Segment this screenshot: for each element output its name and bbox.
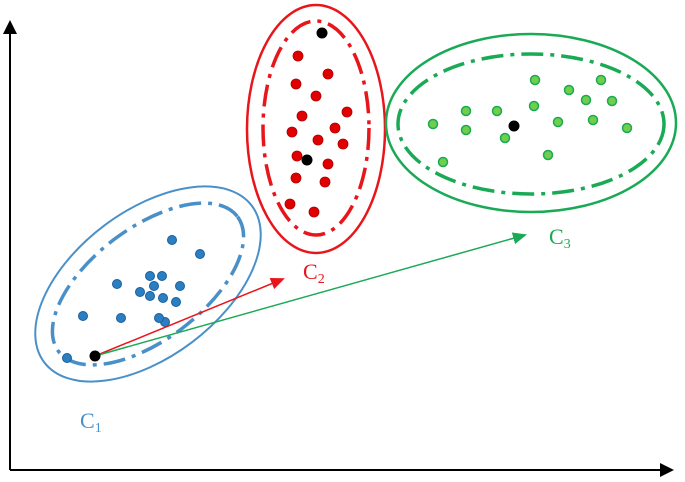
c2-centroid — [301, 154, 313, 166]
c1-point — [116, 313, 126, 323]
label-c3-sub: 3 — [564, 237, 571, 252]
label-c1-main: C — [80, 408, 95, 433]
c1-point — [135, 287, 145, 297]
c3-point — [491, 105, 503, 117]
c1-point — [171, 297, 181, 307]
c2-point — [286, 126, 298, 138]
c2-point — [296, 110, 308, 122]
c1-point — [195, 249, 205, 259]
c1-point — [112, 279, 122, 289]
arrow-to-c3 — [94, 232, 527, 357]
c3-inner-ellipse — [396, 52, 666, 196]
c1-point — [157, 271, 167, 281]
c3-point — [542, 149, 554, 161]
c2-point — [312, 134, 324, 146]
c1-centroid — [89, 350, 101, 362]
c1-point — [167, 235, 177, 245]
c1-point — [158, 293, 168, 303]
c3-centroid — [508, 120, 520, 132]
c3-point — [563, 84, 575, 96]
c1-point — [175, 281, 185, 291]
label-c2: C2 — [303, 259, 325, 287]
c3-point — [606, 95, 618, 107]
c3-outer-ellipse — [384, 32, 678, 214]
c1-point — [154, 313, 164, 323]
c3-point — [460, 105, 472, 117]
c2-outer-ellipse — [245, 3, 387, 255]
axes — [2, 20, 674, 477]
c2-point — [322, 158, 334, 170]
c2-point — [337, 138, 349, 150]
c3-point — [427, 118, 439, 130]
c1-point — [145, 271, 155, 281]
c3-point — [528, 100, 540, 112]
c2-point — [329, 122, 341, 134]
c3-point — [460, 124, 472, 136]
label-c2-sub: 2 — [318, 272, 325, 287]
c2-point — [284, 198, 296, 210]
c2-point — [341, 106, 353, 118]
c3-point — [580, 94, 592, 106]
c2-point — [290, 172, 302, 184]
c2-points — [284, 50, 353, 218]
label-c3: C3 — [549, 224, 571, 252]
arrow-to-c2 — [94, 277, 285, 357]
label-c1-sub: 1 — [95, 421, 102, 436]
c2-point — [290, 78, 302, 90]
label-c1: C1 — [80, 408, 102, 436]
c3-point — [499, 132, 511, 144]
label-c2-main: C — [303, 259, 318, 284]
c3-point — [529, 74, 541, 86]
c1-point — [145, 291, 155, 301]
c1-point — [78, 311, 88, 321]
c2-point — [322, 68, 334, 80]
label-c3-main: C — [549, 224, 564, 249]
c2-point — [310, 90, 322, 102]
c1-points — [62, 235, 205, 363]
c3-point — [587, 114, 599, 126]
c3-point — [621, 122, 633, 134]
c3-point — [552, 116, 564, 128]
arrows — [94, 232, 527, 357]
c2-point — [291, 150, 303, 162]
cluster-c1 — [34, 185, 262, 383]
c1-inner-ellipse — [50, 201, 246, 367]
centroids — [89, 27, 520, 362]
cluster-c2 — [245, 3, 387, 255]
c3-point — [595, 74, 607, 86]
c3-points — [427, 74, 633, 168]
c2-point — [308, 206, 320, 218]
c3-point — [437, 156, 449, 168]
c1-outer-ellipse — [34, 185, 262, 383]
c2-point — [292, 50, 304, 62]
cluster-c3 — [384, 32, 678, 214]
c2-point — [319, 176, 331, 188]
c2-extreme-point — [316, 27, 328, 39]
c1-point — [149, 281, 159, 291]
c2-inner-ellipse — [261, 19, 371, 237]
c1-point — [62, 353, 72, 363]
